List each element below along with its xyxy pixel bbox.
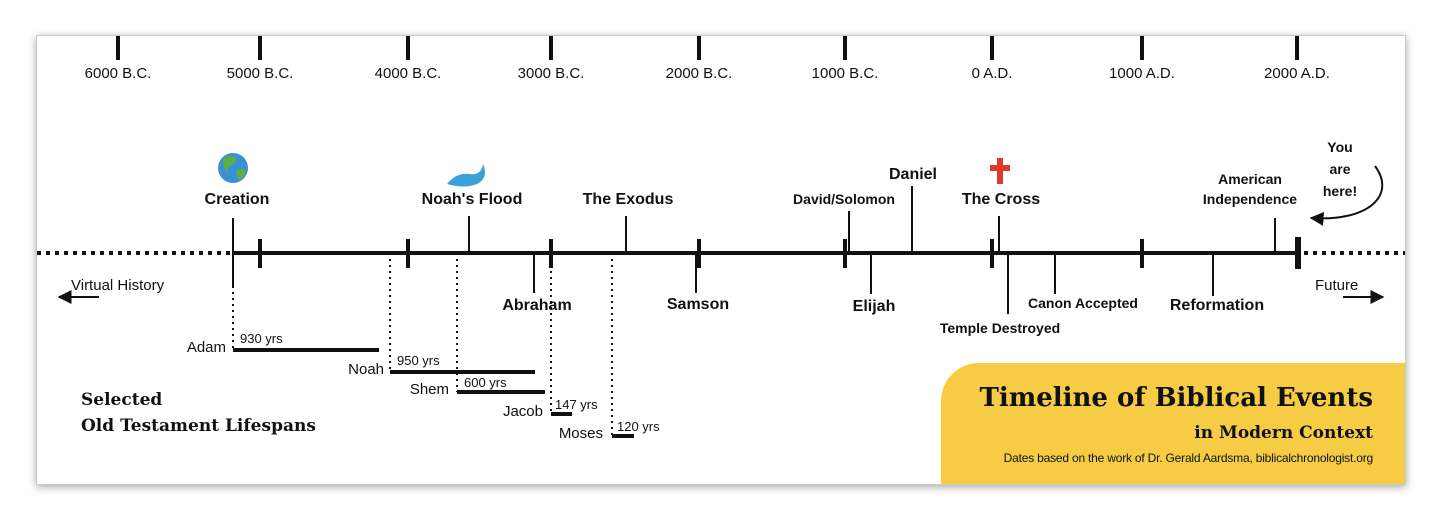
lower-event-labels: Abraham Samson Elijah Temple Destroyed C… xyxy=(502,295,1264,336)
title-main: Timeline of Biblical Events xyxy=(979,383,1373,413)
title-panel: Timeline of Biblical Events in Modern Co… xyxy=(941,363,1405,484)
you-are-here-line1: You xyxy=(1327,139,1352,155)
event-canon-accepted: Canon Accepted xyxy=(1028,295,1138,311)
event-reformation: Reformation xyxy=(1170,297,1264,314)
lifespan-years-moses: 120 yrs xyxy=(617,419,660,434)
lifespan-years-adam: 930 yrs xyxy=(240,331,283,346)
globe-icon xyxy=(218,153,248,183)
upper-event-labels: Creation Noah's Flood The Exodus David/S… xyxy=(205,139,1358,208)
timeline-diagram: 6000 B.C. 5000 B.C. 4000 B.C. 3000 B.C. … xyxy=(37,36,1405,442)
era-label-1000ad: 1000 A.D. xyxy=(1109,65,1175,82)
lifespan-connectors xyxy=(232,253,613,436)
main-line-ticks xyxy=(258,237,1301,269)
cross-icon xyxy=(990,158,1010,184)
era-label-1000bc: 1000 B.C. xyxy=(812,65,879,82)
era-labels: 6000 B.C. 5000 B.C. 4000 B.C. 3000 B.C. … xyxy=(85,65,1330,82)
title-sub: in Modern Context xyxy=(1194,423,1373,443)
you-are-here-line3: here! xyxy=(1323,183,1357,199)
event-american-independence-line2: Independence xyxy=(1203,191,1297,207)
title-credit: Dates based on the work of Dr. Gerald Aa… xyxy=(1003,451,1374,465)
era-label-2000bc: 2000 B.C. xyxy=(666,65,733,82)
lifespan-years-noah: 950 yrs xyxy=(397,353,440,368)
event-the-cross: The Cross xyxy=(962,191,1040,208)
lifespan-name-adam: Adam xyxy=(187,339,226,356)
lifespans-heading-line2: Old Testament Lifespans xyxy=(81,416,316,436)
lifespan-names: Adam Noah Shem Jacob Moses xyxy=(187,339,603,442)
era-label-5000bc: 5000 B.C. xyxy=(227,65,294,82)
lifespan-name-shem: Shem xyxy=(410,381,449,398)
wave-icon xyxy=(447,164,485,187)
lifespan-bars xyxy=(233,348,634,438)
event-stems xyxy=(232,186,1276,314)
era-label-6000bc: 6000 B.C. xyxy=(85,65,152,82)
event-david-solomon: David/Solomon xyxy=(793,191,895,207)
event-abraham: Abraham xyxy=(502,297,571,314)
lifespans-heading: Selected Old Testament Lifespans xyxy=(81,387,316,439)
event-samson: Samson xyxy=(667,296,729,313)
event-elijah: Elijah xyxy=(853,298,896,315)
event-creation: Creation xyxy=(205,191,270,208)
you-are-here-line2: are xyxy=(1329,161,1350,177)
era-ticks xyxy=(116,36,1299,60)
you-are-here-arrow xyxy=(1309,165,1384,226)
event-daniel: Daniel xyxy=(889,166,937,183)
era-label-4000bc: 4000 B.C. xyxy=(375,65,442,82)
era-label-2000ad: 2000 A.D. xyxy=(1264,65,1330,82)
era-label-3000bc: 3000 B.C. xyxy=(518,65,585,82)
lifespan-years-jacob: 147 yrs xyxy=(555,397,598,412)
era-label-0ad: 0 A.D. xyxy=(972,65,1013,82)
direction-future-label: Future xyxy=(1315,277,1358,294)
direction-past-label: Virtual History xyxy=(71,277,165,294)
event-temple-destroyed: Temple Destroyed xyxy=(940,320,1060,336)
lifespan-name-moses: Moses xyxy=(559,425,603,442)
lifespan-name-jacob: Jacob xyxy=(503,403,543,420)
timeline-frame: 6000 B.C. 5000 B.C. 4000 B.C. 3000 B.C. … xyxy=(36,35,1406,485)
event-noahs-flood: Noah's Flood xyxy=(422,191,523,208)
lifespans-heading-line1: Selected xyxy=(81,390,163,410)
lifespan-years: 930 yrs 950 yrs 600 yrs 147 yrs 120 yrs xyxy=(240,331,660,434)
event-the-exodus: The Exodus xyxy=(583,191,674,208)
event-american-independence-line1: American xyxy=(1218,171,1282,187)
lifespan-years-shem: 600 yrs xyxy=(464,375,507,390)
lifespan-name-noah: Noah xyxy=(348,361,384,378)
